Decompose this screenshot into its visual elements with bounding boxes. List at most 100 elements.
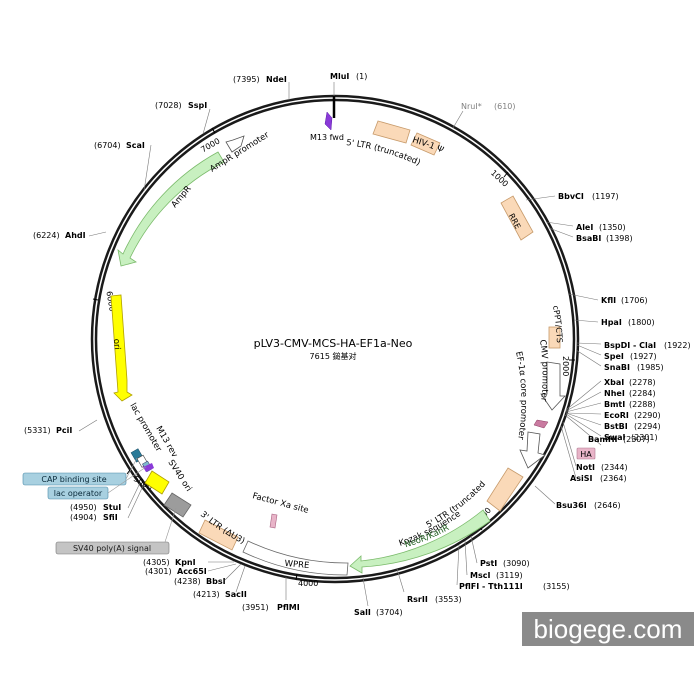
svg-text:SalI: SalI [354, 608, 371, 617]
ampr-promoter-feature [225, 135, 245, 153]
ef1a-promoter-feature [519, 431, 546, 469]
site-spei: SpeI (1927) [604, 352, 657, 361]
svg-text:(7028): (7028) [155, 101, 182, 110]
svg-text:BmtI: BmtI [604, 400, 625, 409]
ori-feature [110, 294, 133, 402]
svg-text:PciI: PciI [56, 426, 72, 435]
svg-text:(2290): (2290) [634, 411, 661, 420]
svg-text:PflMI: PflMI [277, 603, 300, 612]
svg-text:(3951): (3951) [242, 603, 269, 612]
ltr3-feature [198, 519, 239, 551]
svg-text:ScaI: ScaI [126, 141, 145, 150]
svg-text:BspDI - ClaI: BspDI - ClaI [604, 341, 656, 350]
svg-text:(1350): (1350) [599, 223, 626, 232]
svg-text:SacII: SacII [225, 590, 247, 599]
svg-text:(1927): (1927) [630, 352, 657, 361]
sv40-polya-tag [55, 541, 170, 555]
site-bbsi: BbsI(4238) [174, 577, 226, 586]
svg-text:KflI: KflI [601, 296, 616, 305]
site-sacii: SacII(4213) [193, 590, 247, 599]
site-xbai: XbaI(2278) [604, 378, 656, 387]
svg-text:SwaI: SwaI [604, 433, 626, 442]
cppt-feature [548, 326, 561, 349]
site-asisi: AsiSI (2364) [570, 474, 627, 483]
svg-text:StuI: StuI [103, 503, 121, 512]
tick-4000: 4000 [298, 579, 318, 588]
svg-text:(3119): (3119) [496, 571, 523, 580]
ltr5-bottom-feature [486, 467, 524, 512]
site-scai: ScaI(6704) [94, 141, 145, 150]
svg-text:(2284): (2284) [629, 389, 656, 398]
sv40-polya-feature [163, 492, 192, 518]
svg-text:(5331): (5331) [24, 426, 51, 435]
svg-text:AleI: AleI [576, 223, 593, 232]
svg-text:(2288): (2288) [629, 400, 656, 409]
site-bsu36i: Bsu36I(2646) [556, 501, 621, 510]
neor-kanr-feature [349, 509, 491, 574]
svg-text:BamHI: BamHI [588, 435, 618, 444]
svg-text:(2278): (2278) [629, 378, 656, 387]
site-nrui: NruI* (610) [461, 102, 516, 111]
ha-tag-box [576, 447, 596, 460]
svg-text:(2364): (2364) [600, 474, 627, 483]
svg-text:BsaBI: BsaBI [576, 234, 601, 243]
site-ecori: EcoRI(2290) [604, 411, 661, 420]
plasmid-size: 7615 鎚基对 [310, 351, 357, 361]
site-nhei: NheI(2284) [604, 389, 656, 398]
svg-text:SnaBI: SnaBI [604, 363, 630, 372]
ampr-feature [117, 151, 225, 267]
site-ndei: NdeI(7395) [233, 75, 287, 84]
svg-text:(3553): (3553) [435, 595, 462, 604]
svg-text:(1706): (1706) [621, 296, 648, 305]
svg-text:(2307): (2307) [623, 435, 650, 444]
svg-text:RsrII: RsrII [407, 595, 428, 604]
svg-text:AsiSI: AsiSI [570, 474, 592, 483]
ltr5-top-label: 5' LTR (truncated) [346, 138, 422, 168]
svg-text:NotI: NotI [576, 463, 595, 472]
svg-text:MluI: MluI [330, 72, 349, 81]
ha-tag-label: HA [580, 450, 592, 459]
site-kfli: KflI (1706) [601, 296, 648, 305]
m13-fwd-arrow [324, 111, 333, 131]
svg-text:SpeI: SpeI [604, 352, 624, 361]
svg-text:(2301): (2301) [631, 433, 658, 442]
site-stui: StuI (4950) [70, 503, 121, 512]
site-psti: PstI(3090) [480, 559, 530, 568]
svg-text:(610): (610) [494, 102, 516, 111]
svg-text:(4950): (4950) [70, 503, 97, 512]
lac-operator-tag-label: lac operator [54, 489, 103, 498]
svg-text:KpnI: KpnI [175, 558, 196, 567]
site-pcii: PciI (5331) [24, 426, 72, 435]
rre-feature [500, 195, 534, 241]
svg-text:(1922): (1922) [664, 341, 691, 350]
svg-text:(2344): (2344) [601, 463, 628, 472]
m13-fwd-label: M13 fwd [310, 133, 344, 142]
site-hpai: HpaI(1800) [601, 318, 655, 327]
ltr5-top-feature [372, 120, 411, 144]
svg-text:PflFI - Tth111I: PflFI - Tth111I [459, 582, 523, 591]
site-pflmi: PflMI (3951) [242, 603, 300, 612]
plasmid-name: pLV3-CMV-MCS-HA-EF1a-Neo [254, 337, 413, 350]
site-bamhi-pos: (2307) [623, 435, 650, 444]
svg-text:(3155): (3155) [543, 582, 570, 591]
restriction-sites: MluI(1) NruI*(610) BbvCI(1197) AleI(1350… [24, 72, 691, 617]
svg-text:HpaI: HpaI [601, 318, 622, 327]
tick-2000: 2000 [561, 356, 570, 376]
site-sali: SalI (3704) [354, 608, 403, 617]
svg-text:BstBI: BstBI [604, 422, 628, 431]
ori-label: ori [111, 338, 122, 350]
svg-text:AhdI: AhdI [65, 231, 86, 240]
sv40-polya-tag-label: SV40 poly(A) signal [73, 544, 151, 553]
svg-text:PstI: PstI [480, 559, 497, 568]
svg-text:NruI*: NruI* [461, 102, 482, 111]
svg-text:BbvCI: BbvCI [558, 192, 584, 201]
cap-binding-tag-label: CAP binding site [41, 475, 106, 484]
site-acc65i: Acc65I(4301) [145, 567, 207, 576]
svg-text:NdeI: NdeI [266, 75, 287, 84]
svg-text:(1985): (1985) [637, 363, 664, 372]
site-noti: NotI (2344) [576, 463, 628, 472]
site-pflfi-tth111i: PflFI - Tth111I (3155) [459, 582, 570, 591]
svg-text:(3704): (3704) [376, 608, 403, 617]
cmv-promoter-label: CMV promoter [537, 339, 550, 402]
m13-rev-arrow [143, 463, 154, 472]
